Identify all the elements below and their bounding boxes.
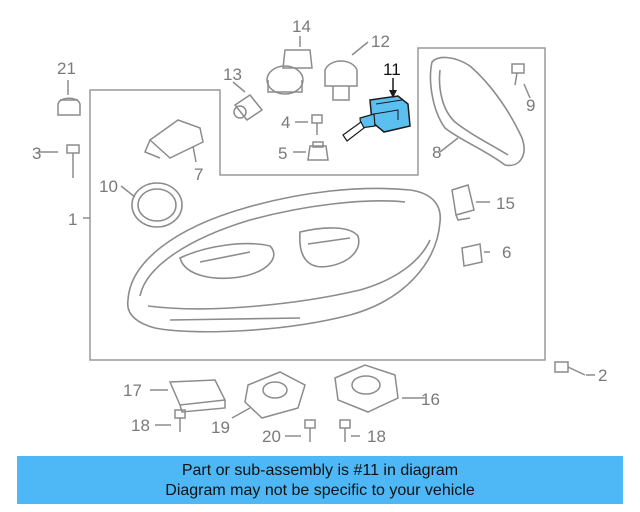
callout-5[interactable]: 5 — [278, 144, 287, 163]
ballast-part-16 — [334, 364, 399, 413]
screw-part-20 — [304, 419, 316, 442]
callout-13[interactable]: 13 — [223, 65, 242, 84]
callout-2[interactable]: 2 — [598, 366, 607, 385]
screw-part-18b — [339, 419, 351, 442]
clip-part-6 — [461, 243, 483, 267]
callout-18a[interactable]: 18 — [131, 416, 150, 435]
callout-14[interactable]: 14 — [292, 17, 311, 36]
callout-12[interactable]: 12 — [371, 32, 390, 51]
callout-6[interactable]: 6 — [502, 243, 511, 262]
bulb-part-13 — [233, 93, 264, 122]
banner-line-disclaimer: Diagram may not be specific to your vehi… — [165, 482, 475, 499]
assembly-frame — [89, 47, 546, 361]
callout-9[interactable]: 9 — [526, 96, 535, 115]
callout-18b[interactable]: 18 — [367, 427, 386, 446]
callout-15[interactable]: 15 — [496, 194, 515, 213]
clip-part-5 — [307, 141, 329, 161]
socket-part-7 — [144, 119, 204, 159]
headlamp-housing — [126, 187, 441, 333]
callout-21[interactable]: 21 — [57, 59, 76, 78]
callout-11[interactable]: 11 — [383, 60, 401, 79]
callout-20[interactable]: 20 — [262, 427, 281, 446]
bolt-part-3 — [66, 144, 80, 178]
callout-10[interactable]: 10 — [99, 177, 118, 196]
bulb-part-14 — [266, 49, 313, 95]
callout-8[interactable]: 8 — [432, 143, 441, 162]
banner-line-part-number: Part or sub-assembly is #11 in diagram — [181, 462, 459, 479]
connector-part-15 — [451, 184, 475, 221]
callout-1[interactable]: 1 — [68, 210, 77, 229]
info-banner: Part or sub-assembly is #11 in diagram D… — [17, 456, 623, 504]
screw-part-9 — [511, 63, 525, 86]
callout-17[interactable]: 17 — [123, 381, 142, 400]
parts-diagram: 1 2 3 4 5 6 7 8 9 10 11 12 13 14 15 16 1… — [32, 17, 607, 446]
arrowhead-11 — [389, 90, 397, 98]
leader-lines — [38, 36, 595, 437]
callout-3[interactable]: 3 — [32, 144, 41, 163]
cap-part-21 — [57, 97, 81, 116]
xenon-bulb-part-11-highlighted[interactable] — [342, 95, 411, 142]
bolt-part-2 — [554, 361, 586, 376]
module-part-17 — [168, 379, 227, 413]
callout-19[interactable]: 19 — [211, 418, 230, 437]
screw-part-4 — [311, 114, 323, 135]
callout-16[interactable]: 16 — [421, 390, 440, 409]
callout-7[interactable]: 7 — [194, 165, 203, 184]
bulb-part-12 — [324, 60, 358, 101]
callout-4[interactable]: 4 — [281, 113, 290, 132]
screw-part-18a — [174, 409, 186, 432]
ballast-part-19 — [244, 371, 306, 419]
ring-part-10 — [131, 182, 183, 228]
gasket-part-8 — [429, 56, 525, 167]
